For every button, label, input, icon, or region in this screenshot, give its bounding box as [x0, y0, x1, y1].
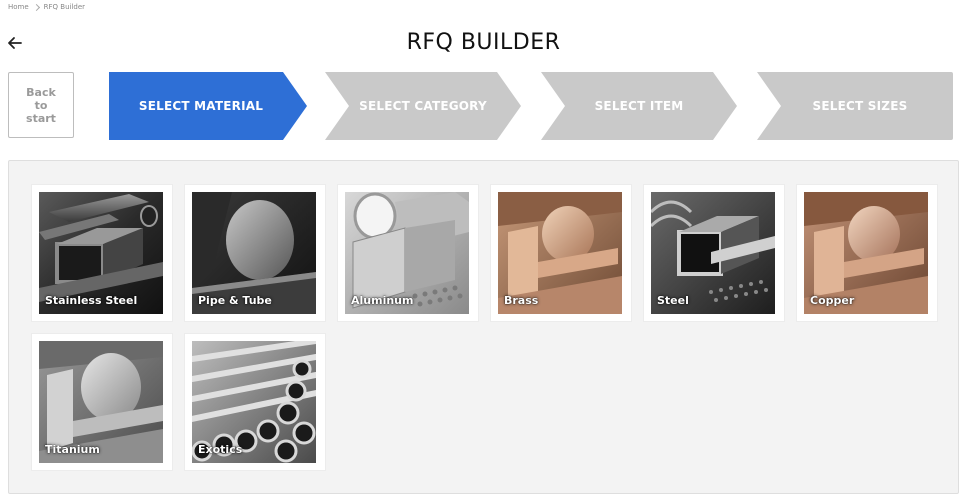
chevron-right-icon [32, 3, 40, 11]
material-card-steel[interactable]: Steel [644, 185, 784, 321]
material-card-titanium[interactable]: Titanium [32, 334, 172, 470]
material-label: Pipe & Tube [198, 294, 272, 307]
breadcrumb: Home RFQ Builder [8, 3, 85, 11]
step-select-material[interactable]: SELECT MATERIAL [109, 72, 307, 140]
material-label: Aluminum [351, 294, 414, 307]
material-card-copper[interactable]: Copper [797, 185, 937, 321]
step-progress: SELECT MATERIAL SELECT CATEGORY SELECT I… [109, 72, 953, 140]
exotics-image [192, 341, 316, 463]
aluminum-image [345, 192, 469, 314]
pipe-tube-image [192, 192, 316, 314]
material-label: Brass [504, 294, 539, 307]
back-to-start-button[interactable]: Back to start [8, 72, 74, 138]
brass-image [498, 192, 622, 314]
material-card-exotics[interactable]: Exotics [185, 334, 325, 470]
material-label: Stainless Steel [45, 294, 138, 307]
breadcrumb-current: RFQ Builder [43, 3, 86, 11]
stainless-steel-image [39, 192, 163, 314]
step-select-sizes[interactable]: SELECT SIZES [757, 72, 953, 140]
material-card-stainless-steel[interactable]: Stainless Steel [32, 185, 172, 321]
page-title: RFQ BUILDER [406, 30, 561, 55]
material-card-aluminum[interactable]: Aluminum [338, 185, 478, 321]
step-label: SELECT ITEM [594, 99, 684, 113]
back-arrow-icon[interactable] [6, 34, 24, 52]
material-label: Steel [657, 294, 689, 307]
material-label: Titanium [45, 443, 100, 456]
copper-image [804, 192, 928, 314]
titanium-image [39, 341, 163, 463]
step-select-category[interactable]: SELECT CATEGORY [325, 72, 521, 140]
material-label: Exotics [198, 443, 243, 456]
step-select-item[interactable]: SELECT ITEM [541, 72, 737, 140]
material-card-brass[interactable]: Brass [491, 185, 631, 321]
step-label: SELECT MATERIAL [138, 99, 264, 113]
step-label: SELECT CATEGORY [359, 99, 487, 113]
back-to-start-label: Back to start [26, 85, 56, 125]
steel-image [651, 192, 775, 314]
step-label: SELECT SIZES [812, 99, 908, 113]
material-grid: Stainless Steel Pipe & Tube [8, 160, 959, 494]
material-card-pipe-tube[interactable]: Pipe & Tube [185, 185, 325, 321]
material-label: Copper [810, 294, 855, 307]
breadcrumb-home-link[interactable]: Home [8, 3, 29, 11]
